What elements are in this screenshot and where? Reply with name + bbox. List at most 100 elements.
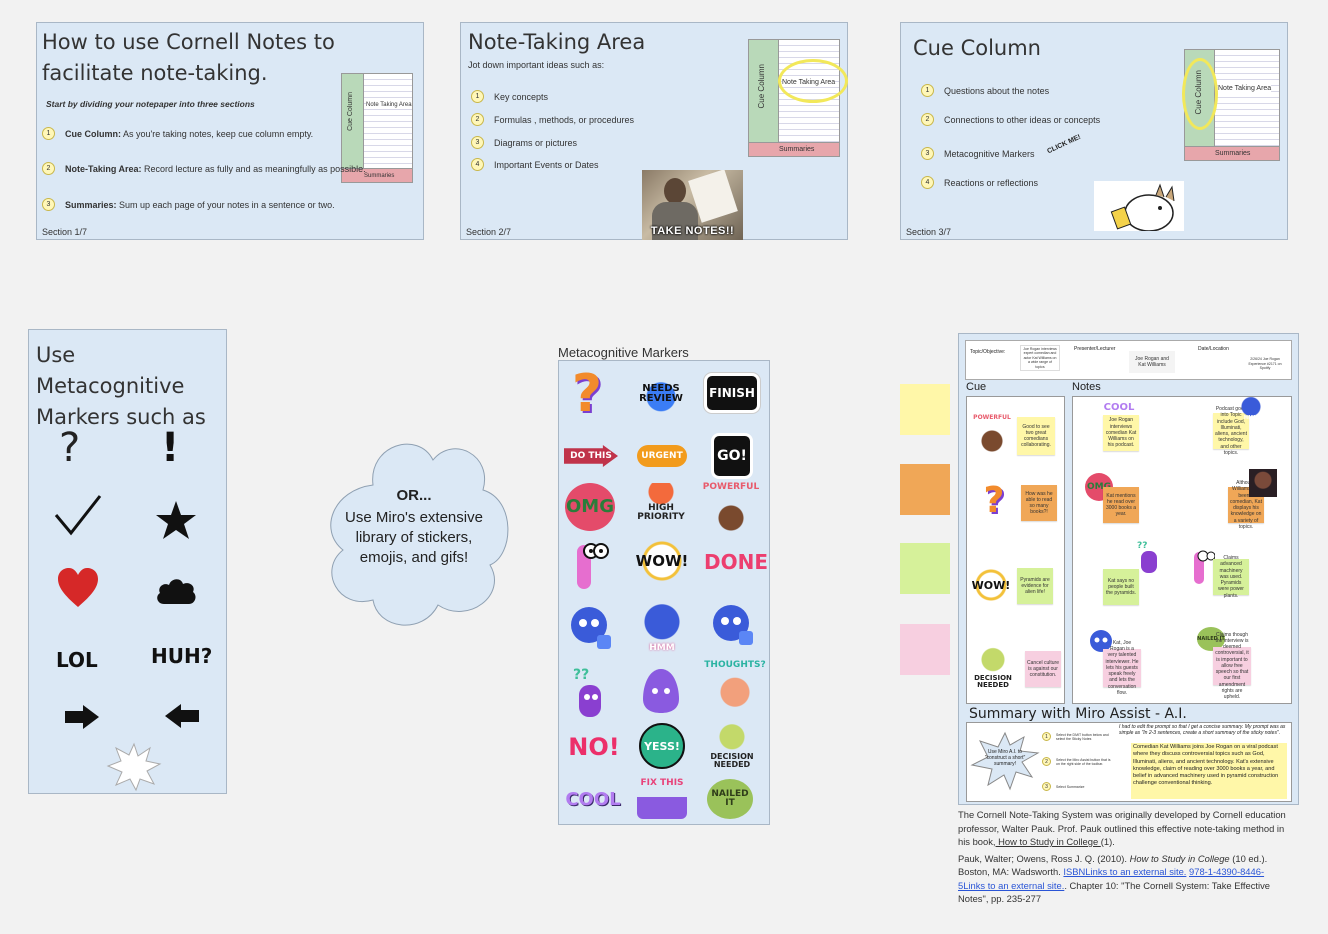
cue-column-label: Cue Column: [347, 92, 354, 131]
character-icon: [577, 543, 609, 589]
burst-icon[interactable]: [106, 742, 162, 792]
cue-sticky[interactable]: Cancel culture is against our constituti…: [1025, 651, 1061, 687]
character-sticker[interactable]: ??: [1133, 539, 1163, 575]
cue-sticky[interactable]: Pyramids are evidence for alien life!: [1017, 568, 1053, 604]
note-sticky[interactable]: Kat mentions he read over 3000 books a y…: [1103, 487, 1139, 523]
omg-sticker[interactable]: OMG: [565, 483, 615, 531]
blue-character-icon: [713, 605, 753, 645]
cue-sticky[interactable]: Good to see two great comedians collabor…: [1017, 417, 1055, 455]
urgent-sticker[interactable]: URGENT: [637, 445, 687, 467]
note-sticky[interactable]: Kat says no people built the pyramids.: [1103, 569, 1139, 605]
date-sticky[interactable]: 2/26/24 Joe Rogan Experience #2171 on Sp…: [1242, 353, 1288, 375]
orange-sticky-swatch[interactable]: [900, 464, 950, 515]
note-sticky[interactable]: Podcast goes into Topic include God, Ill…: [1213, 406, 1249, 456]
blue-character-icon: [1090, 630, 1112, 652]
cool-sticker[interactable]: COOL: [1103, 402, 1135, 413]
isbn-link[interactable]: ISBNLinks to an external site.: [1063, 866, 1187, 877]
cartoon-icon: [1110, 183, 1175, 231]
wow-sticker[interactable]: WOW!: [636, 539, 688, 583]
number-badge: 2: [471, 113, 484, 126]
needs-review-sticker[interactable]: NEEDS REVIEW: [637, 366, 685, 422]
thumbs-down-character-sticker[interactable]: [1087, 627, 1117, 657]
stickers-panel[interactable]: ? NEEDS REVIEW FINISH DO THIS URGENT GO!…: [558, 360, 770, 825]
nailed-it-sticker[interactable]: NAILED IT: [707, 779, 753, 819]
decision-needed-sticker[interactable]: DECISION NEEDED: [974, 647, 1012, 689]
yellow-sticky-swatch[interactable]: [900, 384, 950, 435]
thumbs-up-character-sticker[interactable]: [707, 601, 757, 651]
item-text: Formulas , methods, or procedures: [494, 114, 635, 125]
thoughts-sticker[interactable]: THOUGHTS?: [704, 661, 766, 709]
wow-sticker[interactable]: WOW!: [971, 567, 1011, 603]
item-text: Connections to other ideas or concepts: [944, 114, 1101, 125]
take-notes-gif[interactable]: TAKE NOTES!!: [642, 170, 743, 240]
number-badge: 3: [471, 136, 484, 149]
cornell-template[interactable]: Topic/Objective: Joe Rogan interviews ex…: [958, 333, 1299, 805]
star-icon[interactable]: [154, 499, 198, 541]
summary-box[interactable]: Use Miro A.I. to "construct a short" sum…: [966, 722, 1292, 802]
thumbs-down-character-sticker[interactable]: [567, 603, 615, 653]
click-me-label[interactable]: CLICK ME!: [1046, 133, 1082, 156]
huh-label[interactable]: HUH?: [151, 644, 213, 668]
question-mark-icon[interactable]: ?: [59, 425, 81, 471]
cue-column[interactable]: POWERFUL Good to see two great comedians…: [966, 396, 1065, 704]
powerful-sticker[interactable]: POWERFUL: [703, 483, 759, 533]
citation-paragraph: The Cornell Note-Taking System was origi…: [958, 808, 1288, 849]
cloud-icon[interactable]: [154, 574, 198, 608]
no-sticker[interactable]: NO!: [568, 733, 620, 761]
heart-icon[interactable]: [56, 567, 100, 609]
checkmark-icon[interactable]: [53, 493, 103, 537]
prompt-note: I had to edit the prompt so that I get a…: [1119, 724, 1286, 737]
portrait-image[interactable]: [1249, 469, 1277, 497]
finish-sticker[interactable]: FINISH: [704, 373, 760, 413]
cartoon-sticker[interactable]: [1094, 181, 1184, 231]
note-taking-area: Note Taking Area: [364, 74, 412, 168]
frame-cornell-intro[interactable]: How to use Cornell Notes to facilitate n…: [36, 22, 424, 240]
note-sticky[interactable]: Kat, Joe Rogan is a very talented interv…: [1103, 640, 1141, 696]
do-this-sticker[interactable]: DO THIS: [564, 445, 618, 467]
frame-cue-column[interactable]: Cue Column Cue Column Note Taking Area S…: [900, 22, 1288, 240]
topic-sticky[interactable]: Joe Rogan interviews expert comedian and…: [1020, 345, 1060, 371]
frame-metacognitive-markers[interactable]: Use Metacognitive Markers such as ? ! LO…: [28, 329, 227, 794]
number-badge: 1: [921, 84, 934, 97]
fix-this-sticker[interactable]: FIX THIS: [637, 779, 687, 819]
summaries-label: Summaries: [1215, 150, 1251, 157]
frame-note-taking-area[interactable]: Note-Taking Area Jot down important idea…: [460, 22, 848, 240]
done-sticker[interactable]: DONE: [704, 550, 769, 574]
green-sticky-swatch[interactable]: [900, 543, 950, 594]
pink-character-sticker[interactable]: [1189, 547, 1215, 587]
question-sticker[interactable]: ?: [983, 480, 1005, 521]
arrow-right-icon[interactable]: [63, 704, 101, 730]
section-label: Section 2/7: [466, 227, 512, 237]
pink-sticky-swatch[interactable]: [900, 624, 950, 675]
angry-character-sticker[interactable]: [639, 665, 683, 715]
citation-block: The Cornell Note-Taking System was origi…: [958, 808, 1288, 906]
question-sticker[interactable]: ?: [571, 364, 603, 424]
go-sticker[interactable]: GO!: [711, 433, 753, 479]
pink-character-sticker[interactable]: [569, 539, 609, 591]
isbn-number-link[interactable]: 978-1-4390-8446-5Links to an external si…: [958, 866, 1265, 891]
step-text: Select the DMIT button below and select …: [1056, 732, 1109, 741]
ai-summary-text[interactable]: Comedian Kat Williams joins Joe Rogan on…: [1131, 743, 1287, 799]
book-link[interactable]: How to Study in College: [995, 836, 1101, 847]
powerful-sticker[interactable]: POWERFUL: [972, 415, 1012, 455]
summaries-area: Summaries: [1185, 146, 1279, 160]
hmm-character-sticker[interactable]: HMM: [637, 601, 687, 653]
note-sticky[interactable]: Claims advanced machinery was used. Pyra…: [1213, 555, 1249, 599]
yess-sticker[interactable]: YESS!: [639, 723, 685, 769]
hmm-character-sticker[interactable]: HMM: [1239, 397, 1263, 421]
high-priority-sticker[interactable]: HIGH PRIORITY: [637, 483, 685, 527]
notes-column[interactable]: COOL Joe Rogan interviews comedian Kat W…: [1072, 396, 1292, 704]
note-sticky[interactable]: Joe Rogan interviews comedian Kat Willia…: [1103, 415, 1139, 451]
presenter-sticky[interactable]: Joe Rogan and Kat Williams: [1129, 351, 1175, 373]
lol-label[interactable]: LOL: [56, 648, 98, 672]
intro-text: Start by dividing your notepaper into th…: [46, 99, 255, 109]
cue-sticky[interactable]: How was he able to read so many books?!: [1021, 485, 1057, 521]
confused-character-sticker[interactable]: ??: [567, 665, 613, 719]
decision-needed-sticker[interactable]: DECISION NEEDED: [707, 723, 757, 769]
exclamation-icon[interactable]: !: [161, 425, 180, 471]
cool-sticker[interactable]: COOL: [565, 789, 621, 810]
note-sticky[interactable]: Claims though the interview is deemed co…: [1213, 632, 1251, 700]
cloud-callout[interactable]: OR... Use Miro's extensive library of st…: [318, 425, 516, 630]
arrow-left-icon[interactable]: [163, 703, 201, 729]
